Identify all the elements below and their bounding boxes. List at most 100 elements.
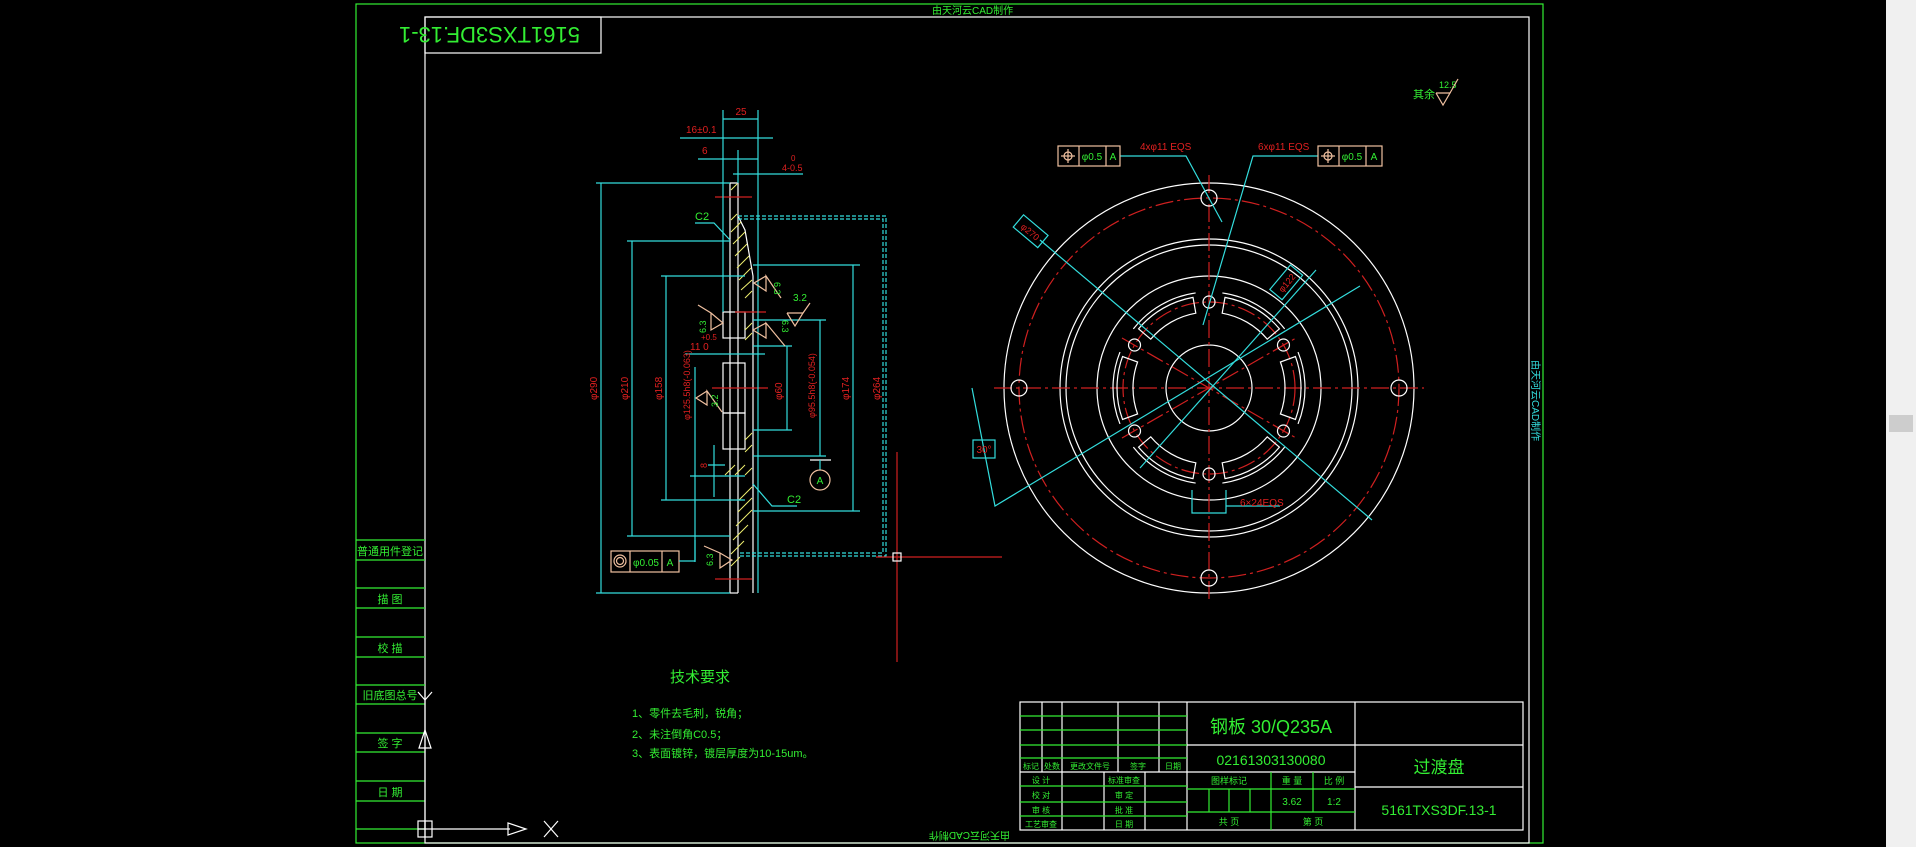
roughness-other-label: 其余 (1413, 87, 1435, 101)
dim-phi60: φ60 (774, 382, 785, 400)
roughness-value: 6.3 (698, 320, 708, 333)
role-label: 审 核 (1032, 805, 1050, 815)
tech-req-item: 2、未注倒角C0.5； (632, 727, 727, 741)
watermark-bottom: 由天河云CAD制作 (929, 829, 1010, 842)
role-label: 工艺审查 (1025, 819, 1057, 829)
watermark-top: 由天河云CAD制作 (932, 4, 1013, 17)
datum-a-label: A (817, 476, 824, 487)
strip-label: 日 期 (377, 786, 402, 799)
roughness-value: 6.3 (780, 320, 790, 333)
chamfer-label: C2 (695, 211, 709, 223)
part-name: 过渡盘 (1414, 758, 1465, 777)
rev-header: 标记 (1023, 761, 1039, 771)
fcf-left-datum: A (1110, 152, 1117, 163)
inner-frame (424, 16, 1530, 844)
slot (1221, 296, 1281, 340)
datum-a-circle (809, 469, 831, 491)
drawing-number: 5161TXS3DF.13-1 (1381, 802, 1496, 818)
section-hatch (724, 183, 753, 567)
holes-inner-label: 6xφ11 EQS (1258, 142, 1310, 153)
strip-label: 描 图 (377, 592, 402, 606)
dim-8: 8 (699, 463, 709, 468)
bolt-hole-inner (1202, 467, 1216, 481)
watermark-right: 由天河云CAD制作 (1529, 360, 1542, 441)
dim-16: 16±0.1 (686, 125, 717, 136)
slot (1116, 355, 1139, 421)
material: 钢板 30/Q235A (1210, 717, 1332, 737)
bolt-hole-inner (1127, 424, 1142, 438)
slot (1221, 436, 1281, 480)
rev-header: 签字 (1130, 761, 1146, 771)
section-view: 25 16±0.1 6 0 4-0.5 φ290 φ210 φ158 φ125.… (589, 107, 1002, 662)
fcf-right-tolerance: φ0.5 (1342, 152, 1363, 163)
slot-edge (1132, 446, 1196, 484)
bolt-hole-outer (1200, 569, 1218, 587)
slot (1279, 355, 1302, 421)
role-label: 标准审查 (1108, 775, 1140, 785)
outer-frame (355, 3, 1544, 844)
vertical-scrollbar[interactable] (1886, 0, 1916, 847)
rev-header: 更改文件号 (1070, 761, 1110, 771)
front-view: 4xφ11 EQS 6xφ11 EQS φ0.5 A φ0.5 A φ270 φ… (971, 142, 1424, 603)
roughness-other-value: 12.5 (1439, 80, 1457, 90)
dim-phi158: φ158 (654, 376, 665, 400)
part-code: 02161303130080 (1216, 752, 1325, 768)
dim-25: 25 (735, 107, 747, 118)
roughness-value: 6.3 (772, 282, 782, 295)
tech-req-title: 技术要求 (670, 669, 730, 686)
strip-label: 校 描 (377, 641, 402, 655)
weight-value: 3.62 (1282, 797, 1302, 808)
bolt-hole-inner (1276, 338, 1291, 352)
dim-phi174: φ174 (841, 376, 852, 400)
dim-phi290: φ290 (589, 376, 600, 400)
slot-edge (1222, 446, 1286, 484)
dim-phi210: φ210 (620, 376, 631, 400)
dim-4-upper: 0 (791, 154, 796, 163)
scale-value: 1:2 (1327, 797, 1341, 808)
flipped-number-box (424, 16, 602, 54)
bolt-hole-outer (1010, 379, 1028, 397)
bolt-hole-inner (1202, 295, 1216, 309)
fcf-left-tolerance: φ0.5 (1082, 152, 1103, 163)
holes-outer-label: 4xφ11 EQS (1140, 142, 1192, 153)
fcf-datum: A (667, 558, 674, 569)
slot (1137, 436, 1197, 480)
dim-phi125: φ125.5h8(-0.063) (682, 350, 692, 420)
role-label: 审 定 (1115, 790, 1133, 800)
bolt-hole-outer (1390, 379, 1408, 397)
strip-label: 普通用件登记 (357, 544, 423, 558)
roughness-value: 3.2 (793, 293, 807, 304)
scrollbar-thumb[interactable] (1889, 415, 1913, 432)
bolt-hole-outer (1200, 189, 1218, 207)
dim-phi264: φ264 (872, 376, 883, 400)
role-label: 校 对 (1032, 790, 1050, 800)
bolt-hole-inner (1276, 424, 1291, 438)
tech-req-item: 3、表面镀锌，镀层厚度为10-15um。 (632, 746, 814, 760)
role-label: 设 计 (1032, 775, 1050, 785)
bolt-hole-inner (1127, 338, 1142, 352)
slot (1137, 296, 1197, 340)
strip-label: 旧底图总号 (363, 688, 418, 702)
fcf-right-datum: A (1371, 152, 1378, 163)
chamfer-label: C2 (787, 494, 801, 506)
dim-phi95: φ95.5h8(-0.054) (807, 353, 817, 418)
role-label: 批 准 (1115, 805, 1133, 815)
dim-6: 6 (702, 146, 708, 157)
ucs-icon (417, 690, 559, 838)
scale-header: 比 例 (1324, 775, 1345, 786)
page-number: 第 页 (1303, 816, 1324, 827)
dim-angle: 30° (976, 445, 991, 456)
rev-header: 日期 (1165, 762, 1181, 771)
flipped-drawing-number: 5161TXS3DF.13-1 (399, 22, 580, 47)
rev-header: 处数 (1044, 761, 1060, 771)
roughness-value: 3.2 (710, 394, 720, 407)
dim-slots: 6×24EQS (1240, 498, 1284, 509)
dim-11: 11 0 (690, 342, 709, 353)
dim-4: 4-0.5 (782, 163, 803, 173)
fcf-tolerance: φ0.05 (633, 558, 659, 569)
tech-req-item: 1、零件去毛刺，锐角； (632, 706, 748, 720)
dim-11-tol: +0.5 (701, 333, 717, 342)
left-strip: 普通用件登记 描 图 校 描 旧底图总号 签 字 日 期 (356, 539, 425, 830)
slot-edge (1297, 351, 1306, 425)
